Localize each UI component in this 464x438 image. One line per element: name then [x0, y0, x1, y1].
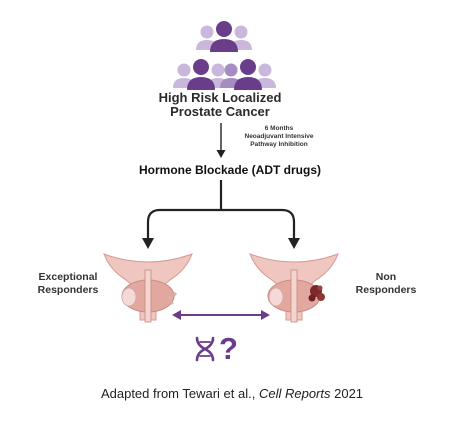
- arrowhead-left: [142, 238, 154, 249]
- credit-journal: Cell Reports: [258, 386, 331, 401]
- arrowhead-right: [288, 238, 300, 249]
- person-icon: [210, 21, 238, 52]
- tumor-mass: [308, 285, 325, 302]
- branch-arrows: [142, 180, 300, 249]
- credit-prefix: Adapted from Tewari et al.,: [100, 386, 259, 401]
- cohort-title: High Risk Localized Prostate Cancer: [120, 91, 320, 119]
- dna-icon: [195, 336, 215, 362]
- left-label-line1: Exceptional: [38, 271, 98, 283]
- non-responders-label: Non Responders: [336, 271, 436, 297]
- people-group-top: [196, 21, 252, 52]
- treatment-note-line1: 6 Months: [264, 125, 294, 132]
- treatment-note-line2: Neoadjuvant Intensive: [244, 133, 314, 140]
- question-mark-icon: ?: [219, 331, 238, 366]
- down-arrow: [216, 123, 226, 158]
- cohort-title-line2: Prostate Cancer: [170, 104, 270, 119]
- right-label-line2: Responders: [355, 284, 417, 296]
- cohort-title-line1: High Risk Localized: [158, 90, 282, 105]
- prostate-illustration-right: [249, 253, 339, 323]
- prostate-illustration-left: [103, 253, 193, 323]
- comparison-double-arrow: [172, 310, 270, 320]
- people-group-right: [220, 59, 276, 90]
- person-icon: [187, 59, 215, 90]
- person-icon: [234, 59, 262, 90]
- treatment-note-line3: Pathway Inhibition: [250, 141, 308, 148]
- hormone-blockade-label: Hormone Blockade (ADT drugs): [138, 163, 321, 177]
- attribution-caption: Adapted from Tewari et al., Cell Reports…: [40, 386, 424, 401]
- treatment-note: 6 Months Neoadjuvant Intensive Pathway I…: [224, 125, 334, 149]
- exceptional-responders-label: Exceptional Responders: [18, 271, 118, 297]
- left-label-line2: Responders: [37, 284, 99, 296]
- credit-suffix: 2021: [330, 386, 364, 401]
- right-label-line1: Non: [375, 271, 397, 283]
